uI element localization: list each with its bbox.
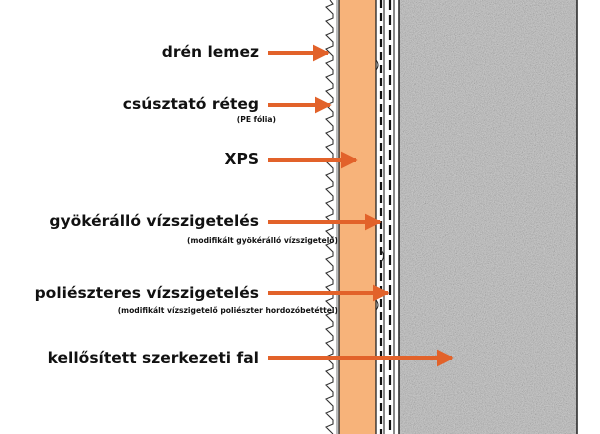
label-root-resistant: gyökérálló vízszigetelés bbox=[49, 212, 259, 230]
structural-wall bbox=[399, 0, 577, 434]
drain-sheet bbox=[325, 0, 334, 434]
note-polyester: (modifikált vízszigetelő poliészter hord… bbox=[117, 306, 338, 315]
label-slip-layer: csúsztató réteg bbox=[122, 95, 259, 113]
label-polyester: poliészteres vízszigetelés bbox=[34, 284, 259, 302]
note-root-resistant: (modifikált gyökérálló vízszigetelő) bbox=[186, 236, 338, 245]
label-drain-sheet: drén lemez bbox=[161, 43, 259, 61]
pointer-arrows bbox=[268, 44, 454, 367]
label-xps: XPS bbox=[224, 150, 259, 168]
label-structural-wall: kellősített szerkezeti fal bbox=[47, 349, 259, 367]
polyester-membrane bbox=[388, 0, 395, 434]
root-resistant-membrane bbox=[379, 0, 385, 434]
note-slip-layer: (PE fólia) bbox=[236, 115, 276, 124]
xps-board bbox=[339, 0, 376, 434]
